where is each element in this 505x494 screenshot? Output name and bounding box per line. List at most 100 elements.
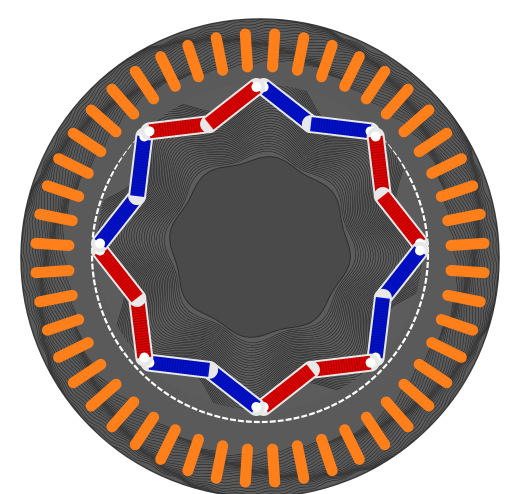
magnet-stripe [197,118,200,133]
magnet-stripe [181,359,184,374]
magnet-stripe [391,210,404,220]
magnet-end-pocket [414,245,425,256]
magnet-stripe [115,272,127,282]
magnet-stripe [102,256,114,266]
magnet-stripe [110,266,122,276]
magnet-stripe [132,314,147,317]
magnet-stripe [285,380,295,392]
stator-slot [339,424,365,465]
rotor-flux-line [159,146,361,348]
magnet-stripe [406,228,418,238]
stator-flux-line [21,19,499,494]
magnet-end-pocket [370,131,381,142]
magnet-stripe [284,100,293,113]
stator-slot [442,289,486,308]
magnet-stripe [293,374,303,386]
magnet-stripe [396,216,409,226]
magnet-stripe [312,117,315,132]
magnet-segment [377,246,426,303]
magnet-stripe [121,280,133,290]
stator-flux-line [51,49,469,467]
rotor-flux-line [164,151,356,343]
magnet-stripe [123,282,135,292]
magnet-stripe [409,232,421,242]
magnet-stripe [112,216,124,226]
magnet-stripe [320,361,323,376]
magnet-stripe [227,381,236,394]
stator-slot [435,180,479,202]
magnet-stripe [271,391,281,404]
magnet-stripe [265,396,275,408]
magnet-stripe [118,207,130,217]
magnet-stripe [223,103,233,116]
magnet-stripe [219,107,229,119]
magnet-stripe [380,196,392,205]
magnet-stripe [132,312,146,315]
magnet-stripe [134,332,149,335]
stator-slot [85,378,122,412]
stator-slot [41,180,85,202]
magnet-stripe [153,123,157,138]
magnet-stripe [123,201,135,211]
stator-slot [291,440,310,484]
magnet-stripe [333,120,336,134]
magnet-stripe [133,327,148,330]
magnet-stripe [125,199,137,209]
magnet-stripe [267,394,277,407]
magnet-stripe [318,118,321,133]
stator-flux-line [62,60,458,456]
magnet-stripe [192,119,195,133]
magnet-stripe [269,89,279,101]
magnet-stripe [156,123,159,138]
magnet-stripe [197,361,200,376]
magnet-segment [148,355,210,377]
magnet-stripe [361,356,364,371]
magnet-stripe [224,380,234,392]
magnet-segment [94,246,143,303]
magnet-stripe [99,232,111,242]
magnet-stripe [298,112,308,124]
magnet-stripe [213,111,223,124]
magnet-stripe [97,234,110,244]
stator-slot [445,265,490,279]
stator-slot [380,83,414,120]
magnet-stripe [263,398,273,410]
stator-slot [380,396,414,433]
stator-flux-line [21,19,499,494]
magnet-stripe [113,214,126,223]
magnet-stripe [279,385,289,397]
magnet-stripe [133,325,148,328]
magnet-stripe [363,356,367,371]
stator-slot [53,337,94,363]
magnet-stripe [407,254,419,264]
magnet-stripe [370,341,385,344]
magnet-stripe [133,166,148,169]
magnet-stripe [370,343,385,346]
magnet-stripe [103,258,116,268]
magnet-stripe [401,262,413,272]
magnet-stripe [402,260,415,270]
magnet-stripe [372,328,387,331]
magnet-stripe [265,86,275,98]
magnet-stripe [136,140,151,143]
magnet-stripe [323,118,326,133]
magnet-segment [130,297,152,359]
magnet-stripe [410,250,423,260]
magnet-stripe [164,122,167,137]
magnet-stripe [281,99,291,111]
magnet-stripe [229,383,239,395]
magnet-stripe [375,299,390,302]
magnet-stripe [100,254,113,264]
magnet-stripe [205,362,208,377]
magnet-segment [259,81,316,130]
magnet-stripe [374,179,388,182]
magnet-stripe [134,335,149,338]
stator-slot [239,443,253,488]
magnet-stripe [189,360,192,375]
magnet-stripe [374,307,389,310]
magnet-stripe [163,357,166,372]
magnet-stripe [171,358,174,373]
magnet-stripe [134,330,149,333]
magnet-stripe [133,171,147,174]
magnet-stripe [375,302,390,305]
